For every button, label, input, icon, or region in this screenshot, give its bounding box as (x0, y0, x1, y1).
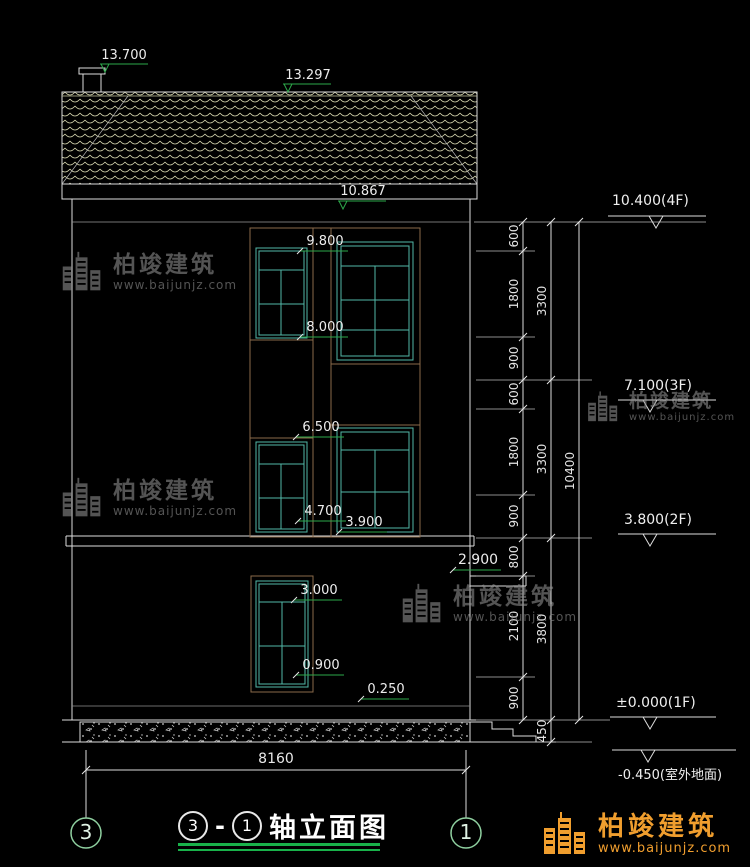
dim-600-a: 600 (507, 224, 521, 248)
entry-steps (470, 721, 537, 742)
watermark-name: 柏竣建筑 (453, 584, 557, 610)
elev-6500: 6.500 (302, 420, 340, 435)
elev-8000: 8.000 (306, 320, 344, 335)
brand-name: 柏竣建筑 (598, 811, 719, 842)
axis-bubble-left (70, 817, 102, 849)
dimension-ticks (518, 217, 584, 747)
dim-900-c: 900 (507, 686, 521, 710)
leader-ticks (290, 247, 457, 703)
elev-2900: 2.900 (457, 552, 499, 568)
elev-3900: 3.900 (345, 515, 383, 530)
watermark-name: 柏竣建筑 (113, 252, 217, 278)
level-1f: ±0.000(1F) (616, 695, 696, 711)
dim-total-width: 8160 (258, 751, 294, 767)
watermark-name: 柏竣建筑 (113, 478, 217, 504)
window-3f-left (255, 247, 308, 339)
dim-3300-b: 3300 (535, 443, 549, 475)
elev-0900: 0.900 (302, 658, 340, 673)
dim-1800-a: 1800 (507, 278, 521, 310)
watermark-name: 柏竣建筑 (629, 390, 714, 412)
dim-1800-b: 1800 (507, 436, 521, 468)
title-dash: - (215, 811, 225, 840)
axis-bubble-right (450, 817, 482, 849)
level-3f: 7.100(3F) (624, 378, 692, 394)
axis-number-3: 3 (79, 820, 93, 844)
watermark: 柏竣建筑 www.baijunjz.com (400, 582, 577, 626)
leader-lines (100, 63, 501, 700)
elev-eave: 10.867 (340, 184, 386, 199)
title-underline (178, 843, 380, 846)
window-wall-frame (249, 227, 421, 538)
title-underline-2 (178, 849, 380, 851)
watermark: 柏竣建筑 www.baijunjz.com (60, 476, 237, 520)
title-axis-right: 1 (231, 810, 262, 841)
level-markers (608, 215, 736, 763)
dim-600-b: 600 (507, 382, 521, 406)
watermark-url: www.baijunjz.com (629, 412, 736, 423)
roof (61, 91, 478, 200)
title-text: 轴立面图 (268, 813, 389, 844)
watermark-url: www.baijunjz.com (453, 610, 578, 624)
brand-logo-icon (541, 810, 589, 858)
window-2f-left (255, 441, 308, 533)
elev-4700: 4.700 (304, 504, 342, 519)
dimension-chains (518, 217, 584, 747)
dim-800: 800 (507, 545, 521, 569)
elev-chimney: 13.700 (101, 48, 147, 63)
level-4f: 10.400(4F) (612, 193, 689, 209)
brand-footer: 柏竣建筑 www.baijunjz.com (541, 810, 731, 858)
title-axis-left: 3 (178, 810, 208, 841)
watermark-url: www.baijunjz.com (113, 278, 238, 292)
level-2f: 3.800(2F) (624, 512, 692, 528)
level-outdoor: -0.450(室外地面) (618, 768, 723, 783)
elev-9800: 9.800 (306, 234, 344, 249)
bottom-dimension (70, 750, 482, 849)
dim-3300-a: 3300 (535, 285, 549, 317)
drawing-title: 3 - 1 轴立面图 (178, 806, 389, 845)
watermark-url: www.baijunjz.com (113, 504, 238, 518)
window-3f-right (336, 241, 414, 361)
watermark: 柏竣建筑 www.baijunjz.com (60, 250, 237, 294)
watermark-logo-icon (60, 250, 104, 294)
watermark-logo-icon (60, 476, 104, 520)
elev-0250: 0.250 (367, 682, 405, 697)
elev-ridge: 13.297 (285, 68, 331, 83)
watermark-logo-icon (586, 390, 620, 424)
ground (62, 721, 556, 743)
watermark: 柏竣建筑 www.baijunjz.com (586, 390, 735, 424)
dim-10400: 10400 (563, 451, 577, 491)
axis-number-1: 1 (459, 820, 473, 844)
window-1f (250, 575, 314, 693)
chimney (78, 67, 106, 93)
brand-url: www.baijunjz.com (598, 840, 732, 856)
elev-3000: 3.000 (300, 583, 338, 598)
extension-lines (474, 221, 706, 743)
dim-450: 450 (535, 719, 549, 743)
watermark-logo-icon (400, 582, 444, 626)
